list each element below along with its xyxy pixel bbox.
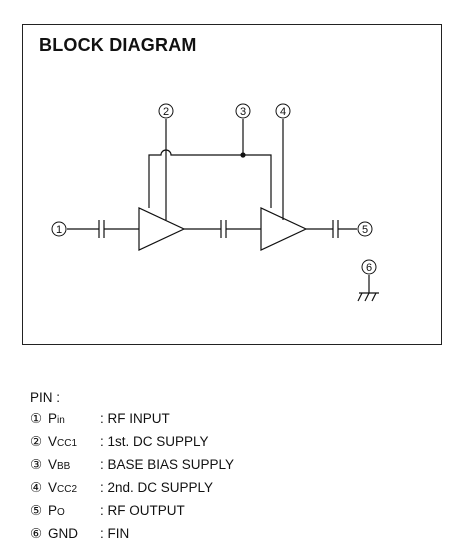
diagram-title: BLOCK DIAGRAM: [39, 35, 197, 55]
pin-5-marker: [357, 221, 373, 237]
pin-description: : RF INPUT: [100, 411, 170, 426]
pin-number: ①: [30, 411, 43, 426]
pin-3-marker: [235, 103, 251, 119]
pin-row: ② VCC1 : 1st. DC SUPPLY: [30, 431, 234, 454]
pin-number: ②: [30, 434, 43, 449]
pin-row: ④ VCC2 : 2nd. DC SUPPLY: [30, 477, 234, 500]
pin-description: : RF OUTPUT: [100, 503, 185, 518]
pin-number: ③: [30, 457, 43, 472]
pin-2-label: 2: [163, 106, 169, 118]
pin-number: ⑤: [30, 503, 43, 518]
pin-2-marker: [158, 103, 174, 119]
pin-legend: PIN : ① Pin : RF INPUT ② VCC1 : 1st. DC SUPP…: [30, 387, 234, 546]
pin-number: ④: [30, 480, 43, 495]
pin-description: : 2nd. DC SUPPLY: [100, 480, 214, 495]
pin-6-marker: [361, 259, 377, 275]
pin-row: ⑤ PO : RF OUTPUT: [30, 500, 234, 523]
vbb-bus: [148, 149, 272, 208]
pin-3-label: 3: [240, 106, 246, 118]
pin-description: : BASE BIAS SUPPLY: [100, 457, 235, 472]
pin-6-label: 6: [366, 262, 372, 274]
pin-5-label: 5: [362, 224, 368, 236]
pin-legend-heading: PIN :: [30, 390, 61, 405]
pin-name: VCC1: [48, 434, 78, 449]
ground-hatch-1: [357, 292, 363, 302]
amplifier-1-triangle: [138, 207, 186, 251]
vbb-junction-dot: [240, 152, 246, 158]
pin-row: ① Pin : RF INPUT: [30, 408, 234, 431]
pin-name: VCC2: [48, 480, 78, 495]
pin-number: ⑥: [30, 526, 43, 541]
pin-row: ⑥ GND : FIN: [30, 523, 234, 546]
ground-hatch-2: [364, 292, 370, 302]
pin-name: VBB: [48, 457, 71, 472]
pin-name: Pin: [48, 411, 65, 426]
pin-name: GND: [48, 526, 78, 541]
pin-4-label: 4: [280, 106, 286, 118]
pin-1-marker: [51, 221, 67, 237]
pin-description: : 1st. DC SUPPLY: [100, 434, 209, 449]
pin-1-label: 1: [56, 224, 62, 236]
pin-row: ③ VBB : BASE BIAS SUPPLY: [30, 454, 234, 477]
ground-hatch-3: [371, 292, 377, 302]
pin-4-marker: [275, 103, 291, 119]
block-diagram-frame: BLOCK DIAGRAM: [22, 24, 442, 345]
pin-description: : FIN: [100, 526, 130, 541]
pin-name: PO: [48, 503, 65, 518]
